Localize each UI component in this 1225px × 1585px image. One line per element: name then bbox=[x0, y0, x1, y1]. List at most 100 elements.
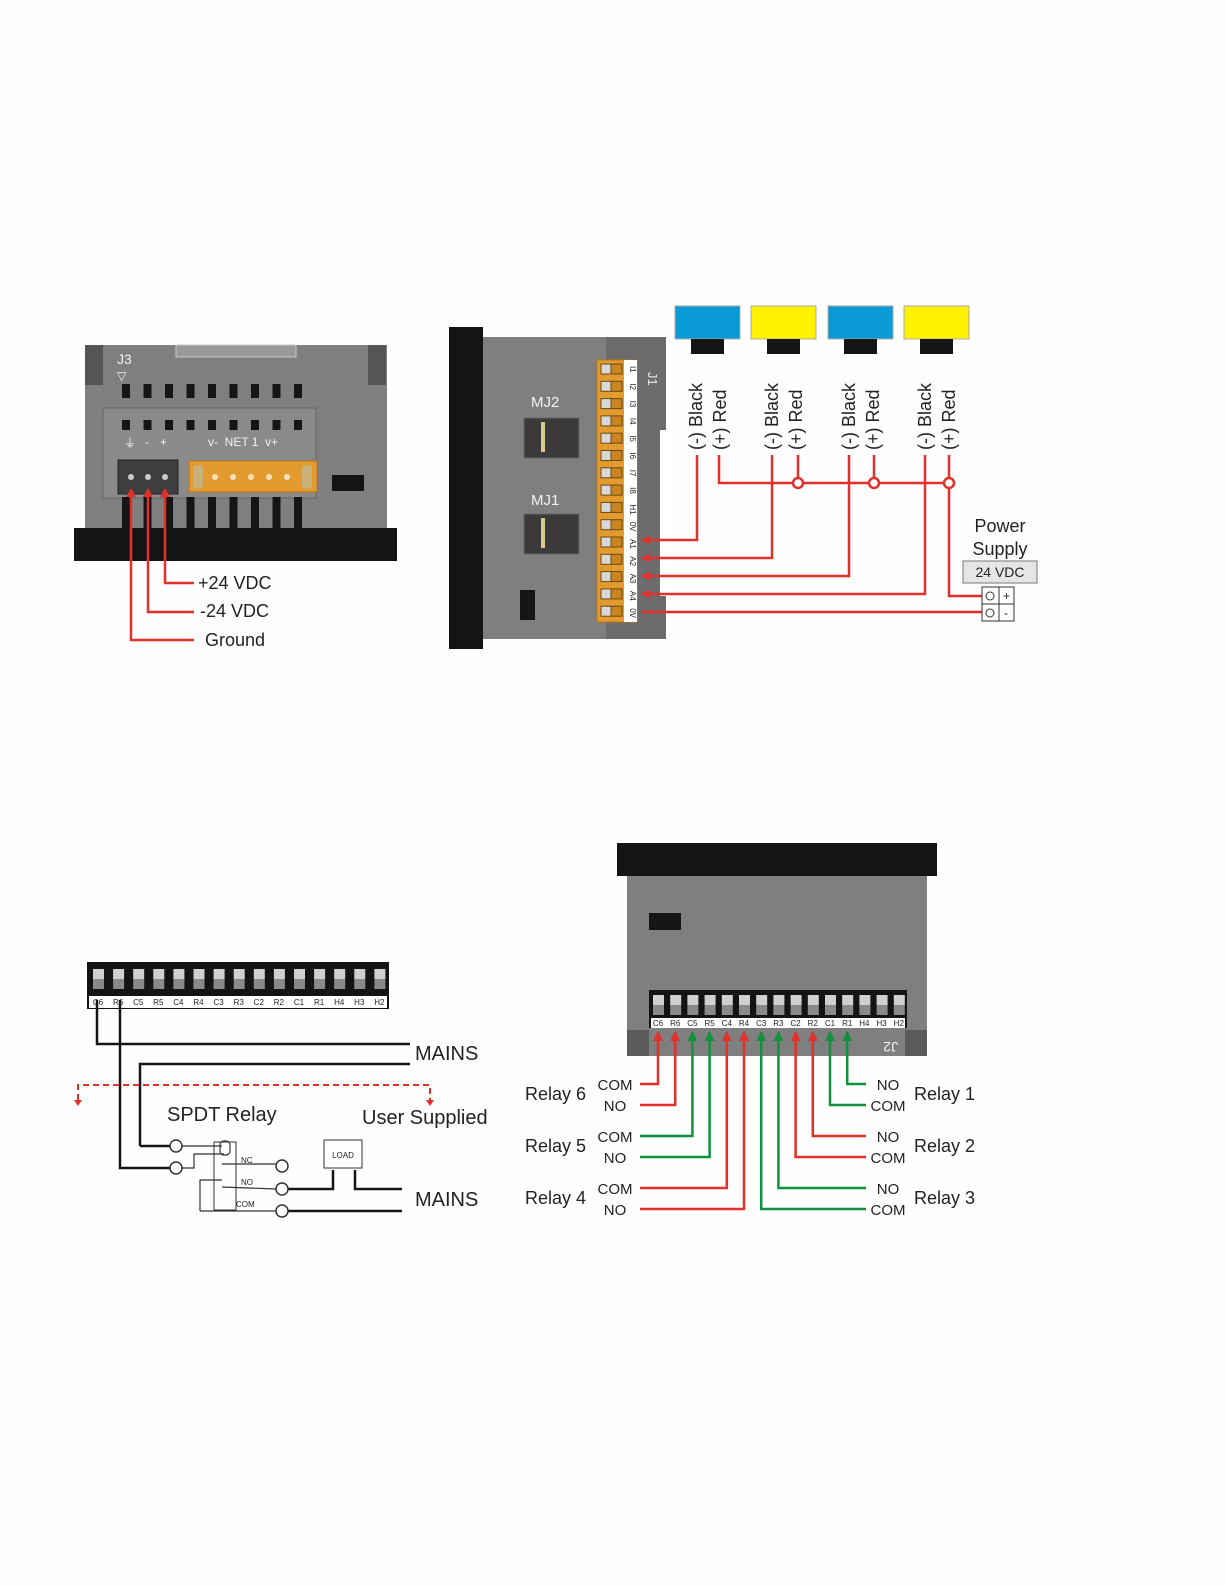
label-minus24vdc: -24 VDC bbox=[200, 601, 269, 621]
pin-body bbox=[807, 1005, 819, 1015]
pin-screw bbox=[600, 398, 612, 410]
power-supply-title-2: Supply bbox=[972, 539, 1027, 559]
pin-screw bbox=[600, 571, 612, 583]
pin-body bbox=[253, 979, 265, 989]
label-load: LOAD bbox=[332, 1151, 354, 1160]
pin-body bbox=[653, 1005, 664, 1015]
relay-wire bbox=[794, 1032, 866, 1159]
pin-label: C4 bbox=[173, 998, 184, 1007]
pin-label: C3 bbox=[213, 998, 224, 1007]
jack-label-mj2: MJ2 bbox=[531, 394, 559, 411]
pin-label: A3 bbox=[628, 574, 637, 584]
contact-label: NO bbox=[604, 1202, 627, 1219]
pin-screw bbox=[600, 432, 612, 444]
pin-label: C4 bbox=[722, 1019, 733, 1028]
pin-screw bbox=[173, 969, 185, 979]
connector-label-j3: J3 bbox=[117, 351, 132, 367]
modular-jack-mj1[interactable] bbox=[523, 513, 580, 555]
arrowhead bbox=[739, 1031, 749, 1041]
pin-screw bbox=[756, 995, 768, 1005]
contact-label: COM bbox=[871, 1098, 906, 1115]
vent-slot bbox=[251, 420, 259, 430]
pin-body bbox=[610, 380, 623, 392]
jack-label-mj1: MJ1 bbox=[531, 492, 559, 509]
ground-symbol: ⏚ bbox=[124, 436, 136, 450]
pin-screw bbox=[133, 969, 145, 979]
housing-clip bbox=[368, 345, 386, 385]
fin bbox=[186, 497, 195, 529]
sensor-cable-gland bbox=[920, 339, 953, 354]
modular-jack-mj2[interactable] bbox=[523, 417, 580, 459]
wire-ground bbox=[129, 497, 194, 642]
power-diagram: J3 ▽ ⏚ - + v- NET 1 v+ +24 VDC -24 VDC G… bbox=[74, 344, 397, 650]
pin-screw bbox=[600, 588, 612, 600]
fin bbox=[251, 497, 259, 529]
pin-label: R2 bbox=[808, 1019, 819, 1028]
pin-screw bbox=[213, 969, 225, 979]
pin-body bbox=[773, 1005, 785, 1015]
pin-label: A1 bbox=[628, 539, 637, 549]
wire-label-red: (+) Red bbox=[863, 389, 883, 450]
relay-wire bbox=[759, 1032, 866, 1211]
fin bbox=[165, 497, 173, 529]
contact-label: COM bbox=[598, 1077, 633, 1094]
minus-symbol: - bbox=[1004, 606, 1008, 620]
pin-body bbox=[113, 979, 125, 989]
pin-body bbox=[687, 1005, 699, 1015]
pin-screw bbox=[653, 995, 664, 1005]
pin-screw bbox=[600, 553, 612, 565]
pin-body bbox=[790, 1005, 802, 1015]
net1-terminal-block[interactable] bbox=[188, 460, 318, 493]
pin-label: I8 bbox=[628, 487, 637, 494]
pin-screw bbox=[374, 969, 386, 979]
connector-label-j2: J2 bbox=[883, 1039, 898, 1055]
pin-label: I2 bbox=[628, 383, 637, 390]
pin-body bbox=[610, 363, 623, 375]
pin-label: R5 bbox=[153, 998, 164, 1007]
label-nc: NC bbox=[241, 1156, 253, 1165]
pin-screw bbox=[721, 995, 733, 1005]
vent-slot bbox=[251, 384, 259, 398]
pin-body bbox=[670, 1005, 682, 1015]
pin-screw bbox=[334, 969, 346, 979]
bezel-side bbox=[449, 327, 483, 649]
pin-label-strip bbox=[624, 360, 637, 622]
terminal-screw bbox=[985, 608, 995, 618]
fin bbox=[294, 497, 302, 529]
pin-body bbox=[610, 432, 623, 444]
pin-body bbox=[374, 979, 386, 989]
pin-body bbox=[193, 979, 205, 989]
analog-diagram: MJ2 MJ1 J1 I1I2I3I4I5I6I7I8H10VA1A2A3A40… bbox=[449, 305, 1038, 649]
vent-slot bbox=[229, 384, 238, 398]
pin-screw bbox=[600, 450, 612, 461]
pin-screw bbox=[876, 995, 888, 1005]
pin-screw bbox=[113, 969, 125, 979]
pin-body bbox=[610, 501, 623, 513]
wire-minus24 bbox=[146, 497, 194, 614]
pin-screw bbox=[193, 969, 205, 979]
pin-body bbox=[314, 979, 326, 989]
vent-slot bbox=[294, 384, 302, 398]
housing-corner bbox=[905, 1030, 927, 1056]
pin-label: R6 bbox=[113, 998, 124, 1007]
terminal-screw bbox=[284, 474, 290, 480]
relay-name: Relay 5 bbox=[525, 1136, 586, 1156]
pin-body bbox=[213, 979, 225, 989]
pin-screw bbox=[273, 969, 285, 979]
pin-body bbox=[876, 1005, 888, 1015]
arrowhead bbox=[721, 1031, 732, 1041]
arrowhead bbox=[842, 1031, 853, 1041]
vent-slot bbox=[122, 384, 130, 398]
vent-slot bbox=[165, 420, 173, 430]
vent-slot bbox=[272, 384, 281, 398]
label-mains-top: MAINS bbox=[415, 1043, 478, 1065]
vent-slot bbox=[229, 420, 238, 430]
minus-symbol: - bbox=[145, 435, 149, 449]
pin-body bbox=[859, 1005, 871, 1015]
sensor-yellow bbox=[750, 305, 817, 340]
terminal-screw bbox=[985, 591, 995, 601]
contact-label: NO bbox=[877, 1129, 900, 1146]
sensor-blue bbox=[827, 305, 894, 340]
